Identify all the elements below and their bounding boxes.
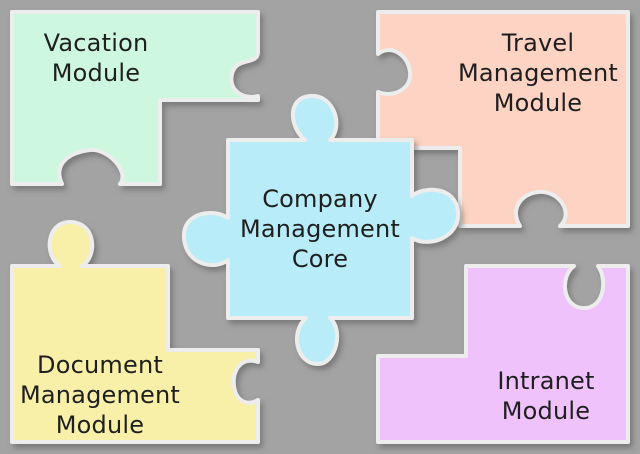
intranet-label-line-1: Intranet [497, 367, 595, 395]
core-puzzle-piece [181, 93, 461, 366]
document-label-line-2: Management [19, 381, 181, 409]
vacation-puzzle-piece [10, 10, 260, 186]
travel-label-line-1: Travel [501, 29, 575, 57]
travel-label-line-2: Management [457, 59, 619, 87]
core-label-line-3: Core [291, 245, 349, 273]
intranet-label-line-2: Module [501, 397, 591, 425]
document-label-line-3: Module [55, 411, 145, 439]
document-label-line-1: Document [37, 351, 163, 379]
document-puzzle-piece [10, 220, 260, 444]
travel-puzzle-piece [376, 10, 630, 228]
intranet-label: Intranet Module [476, 366, 616, 426]
vacation-label-line-2: Module [51, 59, 141, 87]
core-label: Company Management Core [230, 184, 410, 274]
vacation-label: Vacation Module [26, 28, 166, 88]
core-label-line-2: Management [239, 215, 401, 243]
intranet-puzzle-piece [376, 264, 630, 444]
core-label-line-1: Company [262, 185, 378, 213]
travel-label-line-3: Module [493, 89, 583, 117]
travel-label: Travel Management Module [448, 28, 628, 118]
document-label: Document Management Module [10, 350, 190, 440]
vacation-label-line-1: Vacation [43, 29, 149, 57]
